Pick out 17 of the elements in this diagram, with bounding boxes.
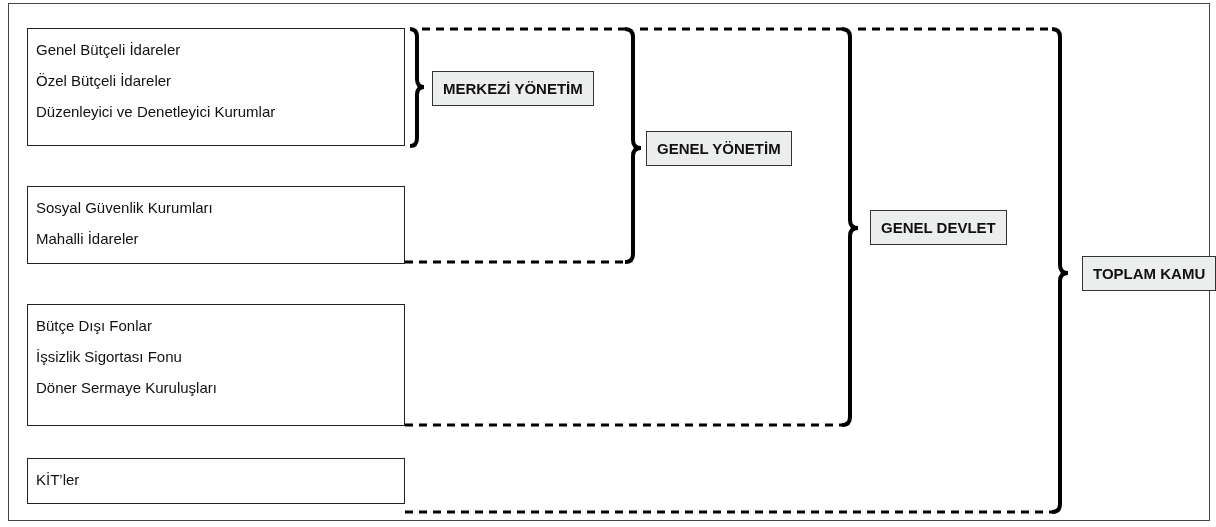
institution-name: KİT’ler <box>36 470 81 490</box>
category-box <box>27 186 405 264</box>
institution-name: Bütçe Dışı Fonlar <box>36 316 153 336</box>
group-label: GENEL YÖNETİM <box>646 131 792 166</box>
institution-name: Döner Sermaye Kuruluşları <box>36 378 218 398</box>
group-label: GENEL DEVLET <box>870 210 1007 245</box>
category-box <box>27 458 405 504</box>
institution-name: Mahalli İdareler <box>36 229 140 249</box>
category-box <box>27 304 405 426</box>
institution-name: Sosyal Güvenlik Kurumları <box>36 198 214 218</box>
group-label: MERKEZİ YÖNETİM <box>432 71 594 106</box>
institution-name: İşsizlik Sigortası Fonu <box>36 347 183 367</box>
group-label: TOPLAM KAMU <box>1082 256 1216 291</box>
institution-name: Özel Bütçeli İdareler <box>36 71 173 91</box>
institution-name: Düzenleyici ve Denetleyici Kurumlar <box>36 102 277 122</box>
institution-name: Genel Bütçeli İdareler <box>36 40 182 60</box>
category-box <box>27 28 405 146</box>
